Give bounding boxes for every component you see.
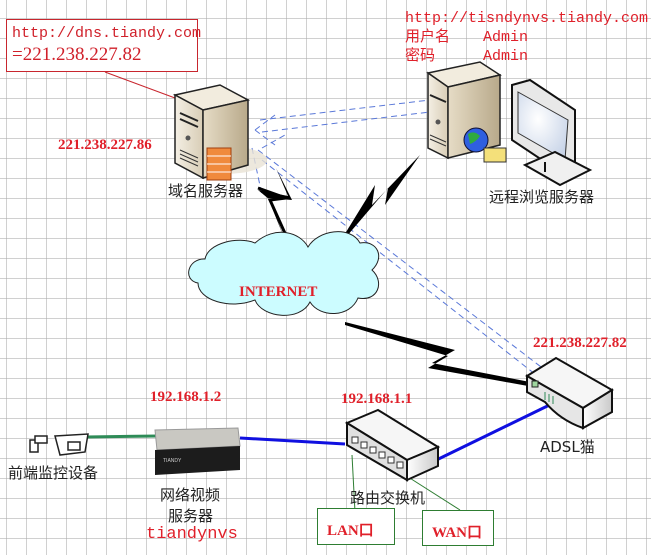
remote-url: http://tisndynvs.tiandy.com [405, 10, 649, 27]
remote-server-icon [426, 61, 507, 163]
lan-leader [351, 454, 356, 513]
adsl-label: ADSL猫 [540, 438, 595, 456]
username-value: Admin [483, 29, 529, 46]
wan-port-box: WAN口 [422, 510, 494, 546]
dns-url: http://dns.tiandy.com [12, 25, 202, 42]
nvs-device-icon: TIANDY [154, 427, 241, 475]
dns-resolved-ip: =221.238.227.82 [12, 44, 142, 65]
adsl-ip: 221.238.227.82 [533, 335, 627, 351]
wan-link-remote [335, 155, 420, 250]
wan-port-label: WAN口 [432, 525, 483, 541]
router-switch-icon [344, 408, 441, 482]
monitor-icon [511, 78, 593, 187]
camera-icon-shape [29, 433, 89, 456]
lan-port-label: LAN口 [327, 523, 374, 539]
password-value: Admin [483, 48, 529, 65]
wan-leader [404, 474, 461, 511]
router-ip: 192.168.1.1 [341, 391, 413, 407]
nvs-name: tiandynvs [146, 525, 238, 544]
dns-callout-box: http://dns.tiandy.com =221.238.227.82 [6, 19, 202, 72]
username-label: 用户名 [405, 29, 451, 46]
lan-port-box: LAN口 [317, 508, 395, 545]
internet-label: INTERNET [239, 284, 318, 300]
internet-cloud [188, 231, 380, 316]
wan-link-adsl [345, 322, 530, 386]
camera-label: 前端监控设备 [8, 464, 99, 482]
link-nvs-router [239, 436, 346, 446]
password-label: 密码 [405, 48, 436, 65]
svg-text:TIANDY: TIANDY [163, 458, 182, 464]
link-camera-nvs [85, 434, 159, 439]
nvs-label-line1: 网络视频 [160, 486, 221, 504]
wan-link-dns-line [257, 186, 290, 241]
dns-callout-line [104, 71, 176, 99]
link-router-adsl [419, 393, 571, 470]
dns-server-label: 域名服务器 [168, 182, 244, 200]
vpn-tunnel-lines [251, 99, 546, 379]
router-label: 路由交换机 [350, 489, 426, 507]
wan-link-dns [258, 168, 292, 240]
adsl-modem-icon [525, 356, 614, 430]
nvs-ip: 192.168.1.2 [150, 389, 222, 405]
dns-server-icon [172, 84, 267, 181]
dns-server-ip: 221.238.227.86 [58, 137, 152, 153]
remote-server-label: 远程浏览服务器 [489, 188, 595, 206]
nvs-label-line2: 服务器 [168, 507, 214, 525]
